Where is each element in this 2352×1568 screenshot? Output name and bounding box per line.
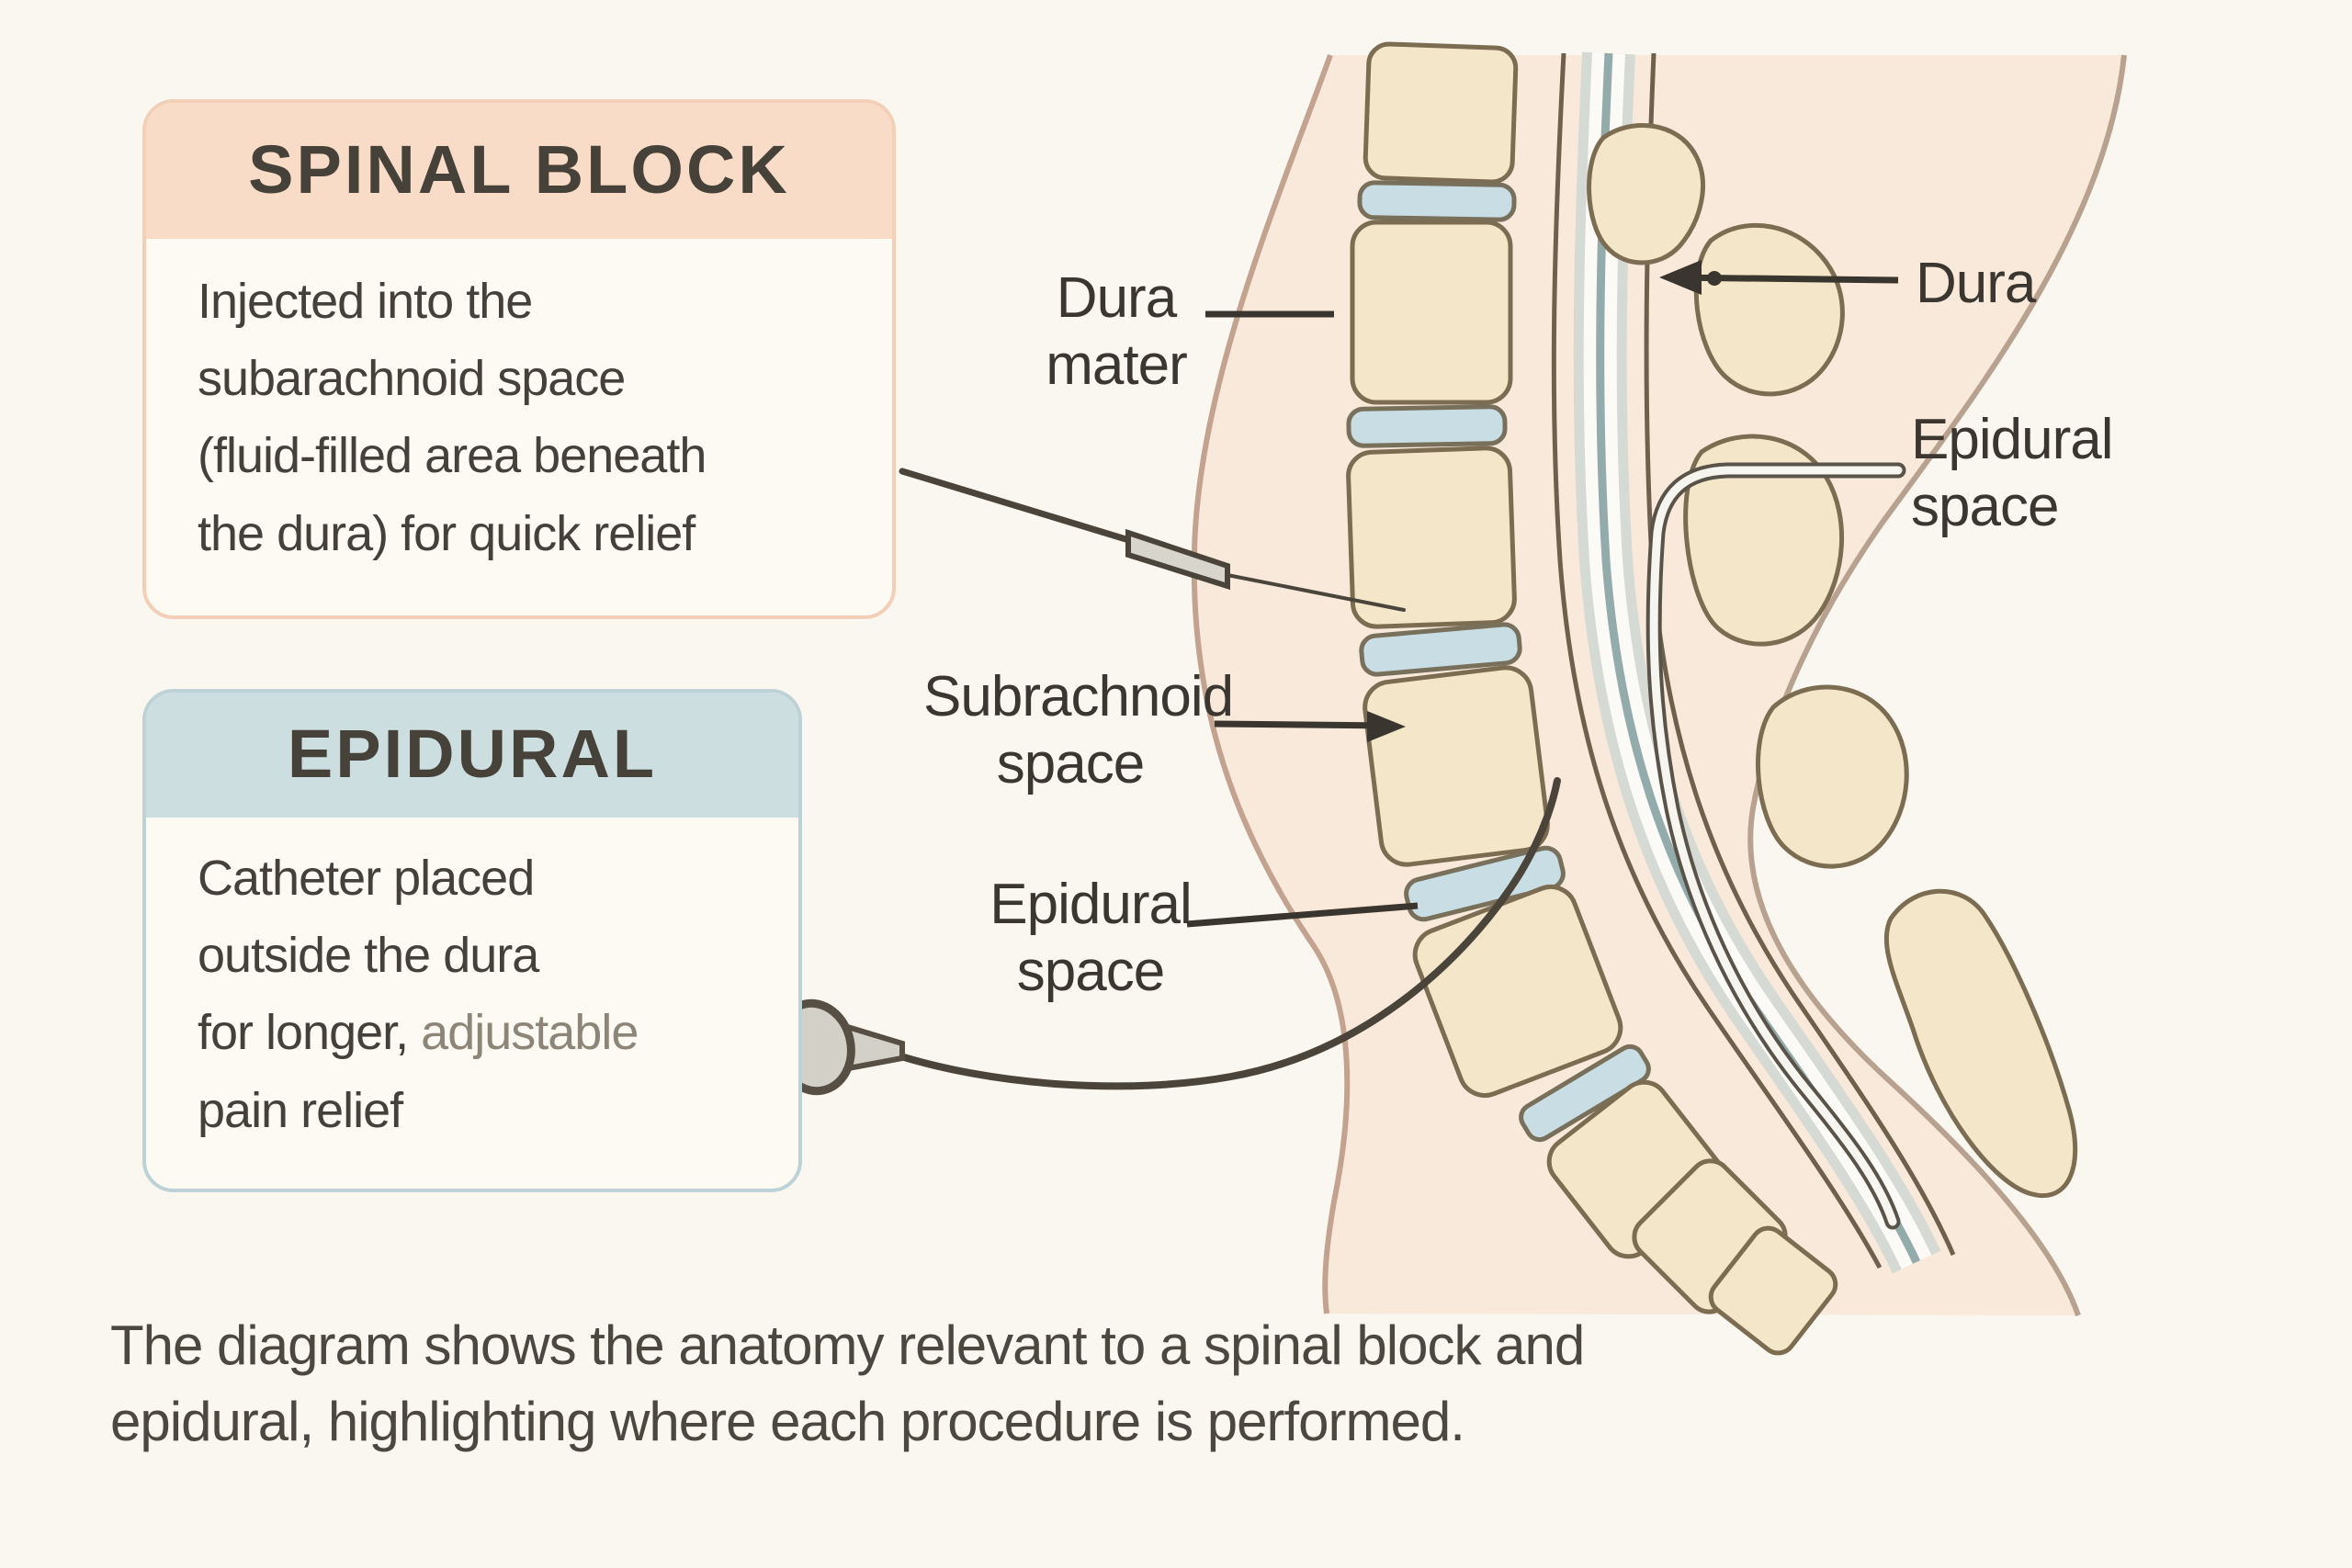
- spinal-block-header: SPINAL BLOCK: [146, 103, 892, 239]
- epidural-catheter: [1645, 462, 1906, 1230]
- sacrum-segment: [1708, 1225, 1838, 1356]
- spinous-processes: [1587, 122, 2078, 1198]
- caption: The diagram shows the anatomy relevant t…: [110, 1314, 1585, 1452]
- epidural-card: EPIDURAL Catheter placed outside the dur…: [142, 689, 802, 1192]
- label-dura-mater: Dura mater: [1046, 266, 1187, 398]
- vertebra: [1363, 41, 1519, 185]
- vertebra: [1363, 665, 1550, 867]
- label-epidural-space-right: Epidural space: [1911, 408, 2113, 539]
- spinal-block-card: SPINAL BLOCK Injected into the subarachn…: [142, 99, 896, 619]
- needle-leader-line: [899, 468, 1136, 545]
- leader-lines: [1186, 260, 1899, 928]
- disc: [1519, 1043, 1651, 1143]
- label-epidural-space-left: Epidural space: [989, 873, 1192, 1004]
- epidural-description-highlight: adjustable: [421, 1005, 639, 1061]
- needle-shaft: [1226, 573, 1406, 612]
- label-subarachnoid-space: Subrachnoid space: [923, 665, 1234, 796]
- disc: [1346, 404, 1508, 448]
- vertebra: [1346, 446, 1517, 629]
- epidural-description-end: pain relief: [198, 1082, 403, 1138]
- subarachnoid-arrow-line: [1214, 720, 1390, 729]
- vertebra: [1350, 220, 1513, 405]
- epidural-description: Catheter placed outside the dura for lon…: [146, 818, 798, 1149]
- dura-dot: [1707, 271, 1722, 286]
- epidural-title: EPIDURAL: [287, 715, 658, 792]
- canal-front-line: [1551, 52, 1883, 1269]
- subarachnoid-arrowhead: [1367, 711, 1406, 742]
- spinal-block-title: SPINAL BLOCK: [248, 130, 790, 208]
- epidural-left-leader: [1186, 902, 1419, 928]
- skin-line-front: [1191, 53, 1351, 1314]
- catheter-tubing: [886, 777, 1561, 1090]
- dura-arrowhead: [1659, 260, 1702, 295]
- spinal-needle: [899, 468, 1406, 612]
- label-dura: Dura: [1916, 252, 2036, 315]
- canal-back-line: [1644, 52, 1956, 1256]
- epidural-header: EPIDURAL: [146, 693, 798, 818]
- needle-hub: [1125, 528, 1230, 591]
- disc: [1357, 180, 1517, 222]
- disc: [1359, 622, 1522, 677]
- spine: [1346, 41, 1838, 1356]
- spinal-block-description: Injected into the subarachnoid space (fl…: [198, 274, 707, 561]
- dura-arrow-line: [1669, 274, 1899, 284]
- epidural-description-start: Catheter placed outside the dura for lon…: [198, 851, 539, 1061]
